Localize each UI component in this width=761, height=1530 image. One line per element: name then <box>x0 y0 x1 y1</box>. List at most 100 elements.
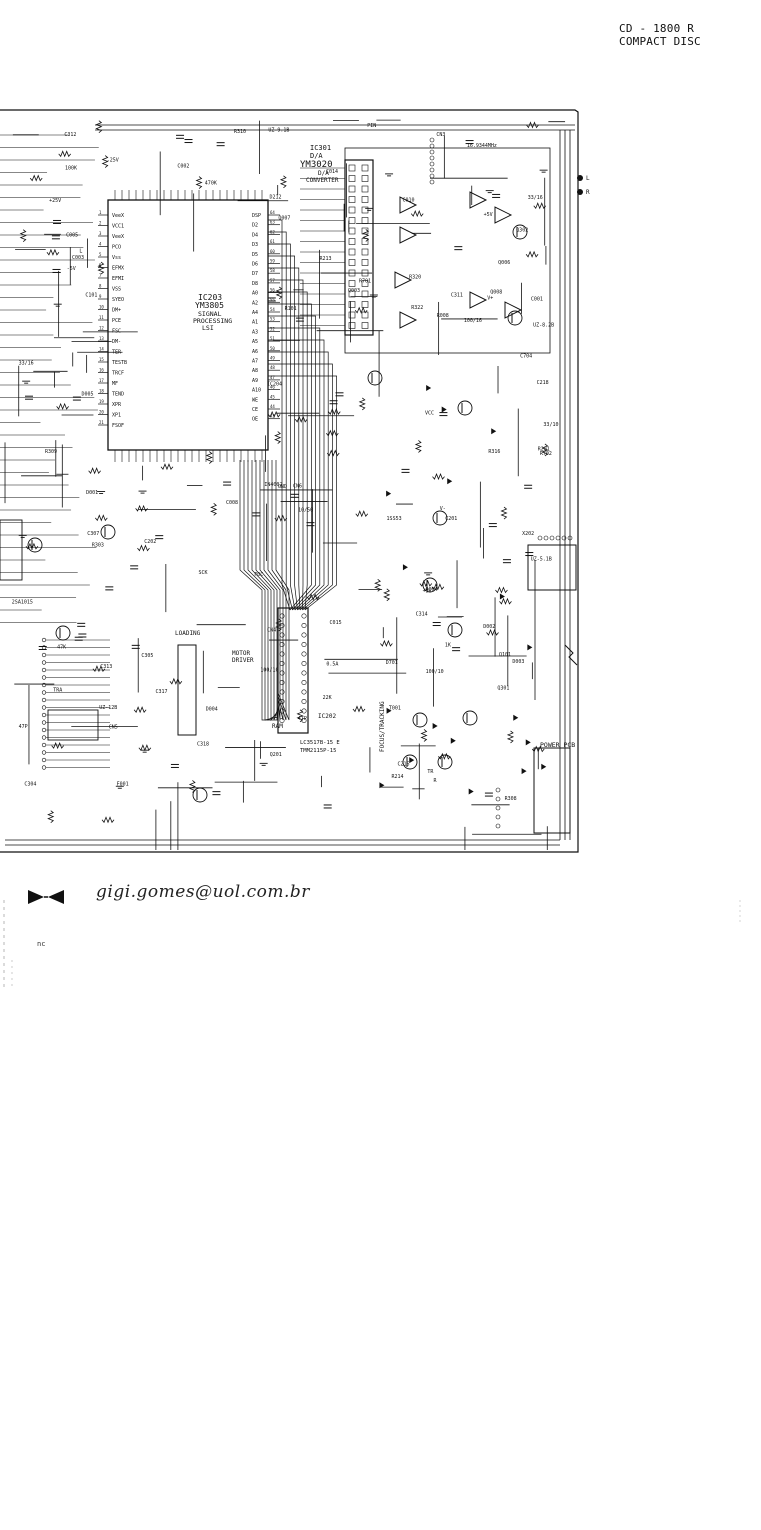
resistor <box>274 514 288 522</box>
resistor <box>135 504 148 512</box>
ic203-pin-label: DM- <box>112 339 121 345</box>
ic203-pin-label: A2 <box>252 300 258 306</box>
pin-number: 16 <box>99 368 104 373</box>
ram-label: RAM <box>272 723 283 730</box>
resistor <box>326 429 339 437</box>
component-label: C313 <box>100 664 112 670</box>
pin-number: 45 <box>270 394 275 399</box>
transistor <box>422 577 438 593</box>
bus-line <box>259 460 279 721</box>
component-label: V+ <box>487 296 493 302</box>
ic301-pin <box>348 248 356 256</box>
transistor <box>437 754 453 770</box>
resistor <box>506 730 515 744</box>
bus-line <box>247 460 279 721</box>
ic301-pin <box>361 175 369 182</box>
ic203-pin-label: D3 <box>252 242 258 248</box>
resistor <box>431 583 445 591</box>
model-number: CD - 1800 R <box>619 22 695 35</box>
audio-output-jack <box>577 175 583 181</box>
pin-number: 15 <box>99 357 104 362</box>
diode <box>527 644 533 651</box>
resistor <box>495 586 508 594</box>
ic301-pin <box>361 259 369 266</box>
component-label: R320 <box>409 275 421 281</box>
resistor <box>195 176 203 189</box>
component-label: D003 <box>512 659 524 665</box>
component-label: R214 <box>391 774 403 780</box>
audio-block <box>344 147 551 354</box>
resistor <box>414 440 422 453</box>
ram-pin <box>279 613 285 619</box>
resistor <box>296 709 304 723</box>
connector-pin <box>429 167 435 173</box>
diode <box>447 478 453 485</box>
pin-number: 46 <box>270 385 275 390</box>
component-label: FOC <box>254 572 263 578</box>
resistor <box>380 639 393 648</box>
component-label: R308 <box>505 796 517 802</box>
bus-line <box>243 460 279 721</box>
component-label: +5V <box>484 212 493 218</box>
ram-pin <box>279 651 285 657</box>
bus-line <box>251 460 279 722</box>
component-label: 33/16 <box>528 195 543 201</box>
ic301-pin <box>348 280 356 287</box>
title-block: CD - 1800 R COMPACT DISC <box>619 22 701 48</box>
op-amp <box>399 196 418 214</box>
component-label: TR <box>427 769 434 775</box>
pin-number: 44 <box>270 404 275 409</box>
wiring <box>0 119 566 850</box>
ram-pin <box>301 670 307 676</box>
component-label: 1SS53 <box>387 516 402 522</box>
component-label: R201 <box>538 447 550 453</box>
ic301-pin <box>361 322 369 329</box>
power-supply-section: POWER PCB <box>533 741 575 834</box>
resistor <box>419 579 433 588</box>
component-label: D001 <box>86 490 98 496</box>
resistor <box>169 677 183 685</box>
component-label: UZ-12B <box>99 705 117 711</box>
ic301-pin <box>361 301 369 308</box>
component-label: 100/16 <box>464 318 482 324</box>
ic203-pin-label: CE <box>252 407 258 413</box>
connector-pin <box>41 712 47 718</box>
ic203-pin-label: A10 <box>252 388 261 394</box>
resistor <box>274 431 282 444</box>
resistor <box>29 174 43 182</box>
bus-line <box>239 460 278 721</box>
connector-pin <box>495 787 501 793</box>
resistor <box>500 506 508 520</box>
component-label: C216 <box>397 761 409 767</box>
jack-label-r: R <box>586 189 590 196</box>
bus-line <box>268 279 304 611</box>
pin-number: 60 <box>270 249 275 254</box>
resistor <box>326 449 340 457</box>
resistor <box>294 415 308 423</box>
ic301-pin <box>361 196 369 203</box>
ic203-pin-label: XPR <box>112 402 122 408</box>
motor-label-1: MOTOR <box>232 650 250 657</box>
pin-number: 21 <box>99 420 104 425</box>
transistor <box>367 370 383 386</box>
pin-number: 55 <box>270 297 275 302</box>
transistor <box>512 224 528 240</box>
component-label: C101 <box>85 292 97 298</box>
resistor <box>486 628 499 637</box>
pin-number: 43 <box>270 414 275 419</box>
component-labels: LRC218C21647PC20233/10X20216.9344MHzC304… <box>12 123 590 802</box>
resistor <box>210 503 218 516</box>
pin-number: 8 <box>99 284 102 289</box>
component-label: R101 <box>285 306 297 312</box>
resistor <box>267 410 281 418</box>
ic203-chip: IC203 YM3805 SIGNAL PROCESSING LSI VeeX1… <box>99 199 275 451</box>
ic301-pin <box>348 164 356 172</box>
diode <box>426 385 432 392</box>
component-label: 33/16 <box>19 361 34 367</box>
component-label: D004 <box>206 706 218 712</box>
ic203-pin-label: EFMI <box>112 276 124 282</box>
connector-pin <box>41 660 47 665</box>
component-label: R316 <box>488 449 500 455</box>
audio-output-jack <box>577 189 583 195</box>
component-label: C312 <box>64 132 76 138</box>
